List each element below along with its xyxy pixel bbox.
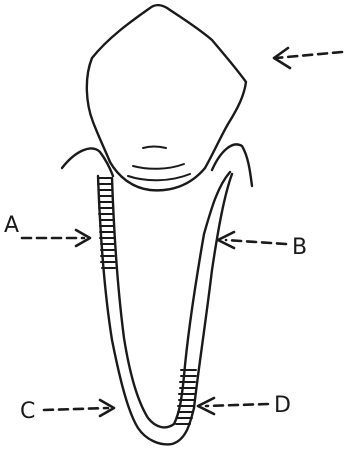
- arrow-a: [22, 230, 90, 246]
- crown-pointer-arrow: [274, 48, 342, 68]
- arrow-c: [44, 400, 114, 416]
- tooth-crown-outline: [87, 5, 246, 190]
- crown-inner-stroke-3: [128, 174, 190, 180]
- gingiva-right: [212, 144, 252, 186]
- root-inner-outline: [112, 172, 230, 427]
- label-a: A: [4, 213, 19, 238]
- label-d: D: [274, 393, 291, 418]
- arrow-d: [198, 398, 268, 414]
- label-c: C: [20, 399, 35, 424]
- root-outer-outline: [98, 174, 232, 444]
- label-b: B: [292, 235, 307, 260]
- crown-inner-stroke-1: [143, 147, 166, 149]
- crown-inner-stroke-2: [133, 164, 184, 169]
- arrow-b: [218, 232, 286, 248]
